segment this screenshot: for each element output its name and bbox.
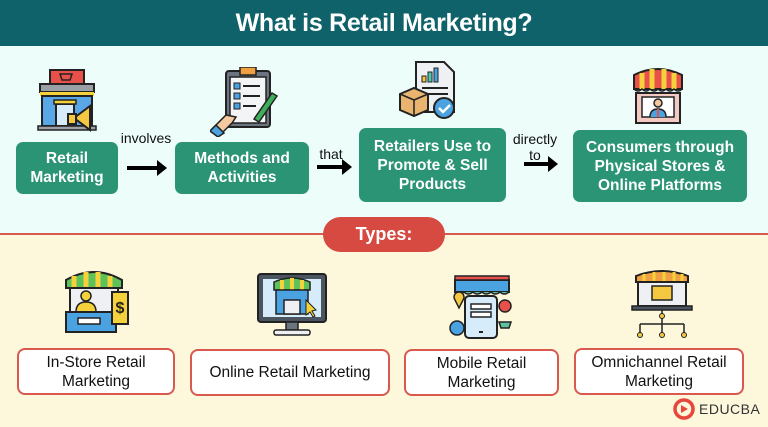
page-title: What is Retail Marketing? <box>235 8 533 37</box>
flow-step-consumers: Consumers through Physical Stores & Onli… <box>573 130 747 202</box>
type-mobile: Mobile Retail Marketing <box>404 349 559 396</box>
omnichannel-laptop-network-icon <box>631 270 693 338</box>
connector-directly-to: directly to <box>512 131 558 163</box>
type-omnichannel: Omnichannel Retail Marketing <box>574 348 744 395</box>
shopkeeper-stall-icon <box>633 68 683 124</box>
flow-step-methods-activities: Methods and Activities <box>175 142 309 194</box>
type-instore: In-Store Retail Marketing <box>17 348 175 395</box>
svg-text:$: $ <box>116 300 125 317</box>
store-megaphone-icon <box>37 69 97 132</box>
types-heading: Types: <box>323 217 445 252</box>
arrow-right-icon <box>127 160 167 176</box>
arrow-right-icon <box>524 156 558 172</box>
flow-step-retail-marketing: Retail Marketing <box>16 142 118 194</box>
educba-logo-icon <box>673 398 695 420</box>
clipboard-checklist-icon <box>210 67 279 137</box>
title-banner: What is Retail Marketing? <box>0 0 768 46</box>
flow-step-retailers-promote: Retailers Use to Promote & Sell Products <box>359 128 506 202</box>
educba-logo: EDUCBA <box>673 398 760 420</box>
report-box-check-icon <box>399 61 455 119</box>
type-online: Online Retail Marketing <box>190 349 390 396</box>
online-store-monitor-icon <box>257 273 327 336</box>
mobile-store-icon <box>449 275 513 339</box>
instore-kiosk-icon: $ <box>65 271 129 333</box>
brand-name: EDUCBA <box>699 401 761 417</box>
connector-that: that <box>319 146 343 162</box>
arrow-right-icon <box>317 159 352 175</box>
connector-involves: involves <box>120 130 172 146</box>
